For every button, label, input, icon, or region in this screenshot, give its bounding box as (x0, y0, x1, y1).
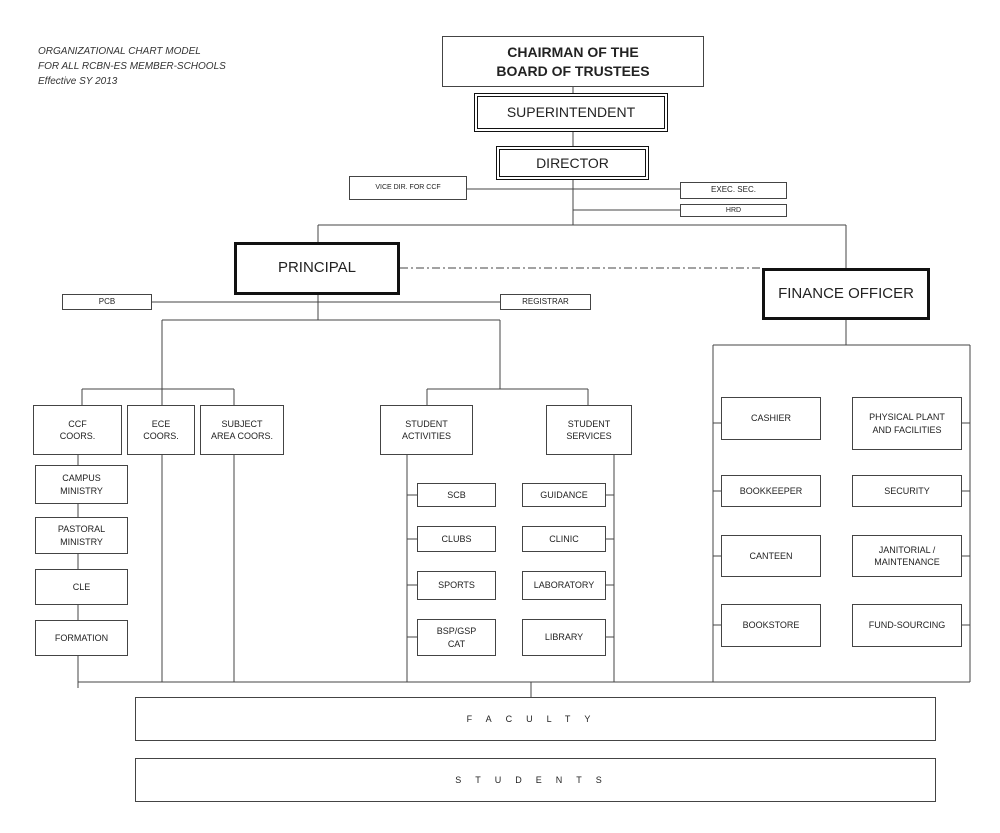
laboratory-box: LABORATORY (522, 571, 606, 600)
scb-box: SCB (417, 483, 496, 507)
campus-ministry-box: CAMPUS MINISTRY (35, 465, 128, 504)
fund-sourcing-box: FUND-SOURCING (852, 604, 962, 647)
physical-plant-box: PHYSICAL PLANT AND FACILITIES (852, 397, 962, 450)
principal-box: PRINCIPAL (234, 242, 400, 295)
student-services-box: STUDENT SERVICES (546, 405, 632, 455)
hrd-box: HRD (680, 204, 787, 217)
janitorial-box: JANITORIAL / MAINTENANCE (852, 535, 962, 577)
library-box: LIBRARY (522, 619, 606, 656)
sports-box: SPORTS (417, 571, 496, 600)
security-box: SECURITY (852, 475, 962, 507)
chart-note: ORGANIZATIONAL CHART MODEL FOR ALL RCBN-… (38, 46, 226, 87)
registrar-box: REGISTRAR (500, 294, 591, 310)
pastoral-ministry-box: PASTORAL MINISTRY (35, 517, 128, 554)
ece-coors-box: ECE COORS. (127, 405, 195, 455)
cashier-box: CASHIER (721, 397, 821, 440)
guidance-box: GUIDANCE (522, 483, 606, 507)
bsp-gsp-cat-box: BSP/GSP CAT (417, 619, 496, 656)
canteen-box: CANTEEN (721, 535, 821, 577)
ccf-coors-box: CCF COORS. (33, 405, 122, 455)
finance-officer-box: FINANCE OFFICER (762, 268, 930, 320)
superintendent-box: SUPERINTENDENT (474, 93, 668, 132)
cle-box: CLE (35, 569, 128, 605)
director-box: DIRECTOR (496, 146, 649, 180)
student-activities-box: STUDENT ACTIVITIES (380, 405, 473, 455)
bookkeeper-box: BOOKKEEPER (721, 475, 821, 507)
subject-area-coors-box: SUBJECT AREA COORS. (200, 405, 284, 455)
formation-box: FORMATION (35, 620, 128, 656)
faculty-bar: FACULTY (135, 697, 936, 741)
clubs-box: CLUBS (417, 526, 496, 552)
vice-dir-box: VICE DIR. FOR CCF (349, 176, 467, 200)
chairman-box: CHAIRMAN OF THE BOARD OF TRUSTEES (442, 36, 704, 87)
exec-sec-box: EXEC. SEC. (680, 182, 787, 199)
clinic-box: CLINIC (522, 526, 606, 552)
pcb-box: PCB (62, 294, 152, 310)
bookstore-box: BOOKSTORE (721, 604, 821, 647)
students-bar: STUDENTS (135, 758, 936, 802)
